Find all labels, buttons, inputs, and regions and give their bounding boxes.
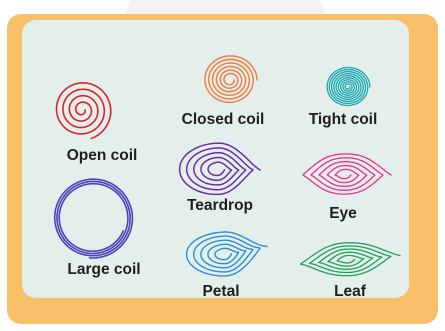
teardrop-shape (170, 135, 270, 205)
eye-label: Eye (283, 205, 403, 223)
tight-coil-label: Tight coil (283, 111, 403, 129)
closed-coil-label: Closed coil (163, 111, 283, 129)
open-coil-label: Open coil (42, 147, 162, 165)
large-coil-shape (48, 173, 138, 263)
leaf-label: Leaf (290, 283, 410, 301)
petal-shape (175, 225, 275, 285)
large-coil-label: Large coil (44, 261, 164, 279)
closed-coil-shape (190, 50, 270, 110)
tight-coil-shape (318, 62, 378, 112)
open-coil-shape (52, 75, 132, 145)
petal-label: Petal (161, 283, 281, 301)
teardrop-label: Teardrop (160, 197, 280, 215)
eye-shape (295, 145, 395, 205)
leaf-shape (293, 235, 403, 285)
